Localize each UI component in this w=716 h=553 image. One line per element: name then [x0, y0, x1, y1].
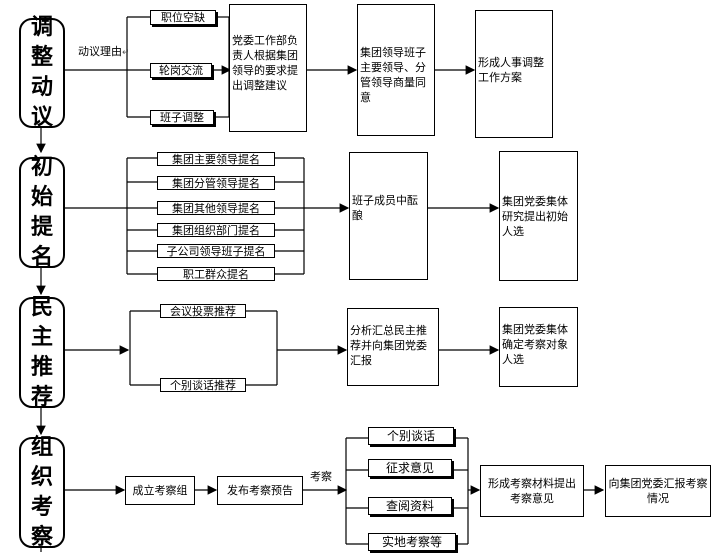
stage-adjust-proposal: 调整动议 [19, 15, 65, 130]
brew-box: 班子成员中酝酿 [349, 152, 428, 280]
stage-adjust-proposal-label: 调整动议 [31, 15, 54, 130]
stage-organizational-inspection: 组织考察 [19, 435, 65, 550]
proposal-box: 党委工作部负责人根据集团领导的要求提出调整建议 [229, 4, 307, 132]
form-team-box: 成立考察组 [125, 476, 195, 505]
nominate-main-leader: 集团主要领导提名 [157, 152, 275, 166]
report-inspection-box: 向集团党委汇报考察情况 [605, 465, 711, 517]
stage-democratic-recommendation: 民主推荐 [19, 295, 65, 410]
stage-organizational-inspection-label: 组织考察 [31, 434, 54, 550]
stage-initial-nomination: 初始提名 [19, 155, 65, 270]
option-team-adjust: 班子调整 [150, 110, 214, 125]
nominate-org-dept: 集团组织部门提名 [157, 223, 275, 237]
individual-talk-recommend: 个别谈话推荐 [160, 378, 246, 392]
inspection-material-box: 形成考察材料提出考察意见 [480, 465, 584, 517]
option-rotation: 轮岗交流 [150, 63, 212, 78]
nominate-other-leader: 集团其他领导提名 [157, 201, 275, 215]
nominate-subsidiary: 子公司领导班子提名 [157, 244, 275, 258]
stage-initial-nomination-label: 初始提名 [31, 154, 54, 270]
nominate-staff: 职工群众提名 [157, 267, 275, 281]
method-field-visit: 实地考察等 [368, 533, 456, 551]
reason-label: 动议理由↵ [78, 45, 130, 58]
summary-report-box: 分析汇总民主推荐并向集团党委汇报 [347, 308, 439, 386]
method-opinion: 征求意见 [368, 459, 452, 477]
meeting-vote-recommend: 会议投票推荐 [160, 304, 246, 318]
confirm-candidate-box: 集团党委集体确定考察对象人选 [499, 307, 578, 387]
leader-agree-box: 集团领导班子主要领导、分管领导商量同意 [357, 4, 435, 136]
inspection-label: 考察 [310, 470, 332, 483]
method-review: 查阅资料 [368, 497, 452, 515]
method-talk: 个别谈话 [368, 427, 454, 445]
option-vacancy: 职位空缺 [150, 10, 216, 25]
announce-box: 发布考察预告 [217, 476, 303, 505]
nominate-charge-leader: 集团分管领导提名 [157, 176, 275, 190]
plan-box: 形成人事调整工作方案 [475, 10, 553, 138]
initial-candidate-box: 集团党委集体研究提出初始人选 [499, 151, 578, 281]
stage-democratic-recommendation-label: 民主推荐 [31, 294, 54, 410]
